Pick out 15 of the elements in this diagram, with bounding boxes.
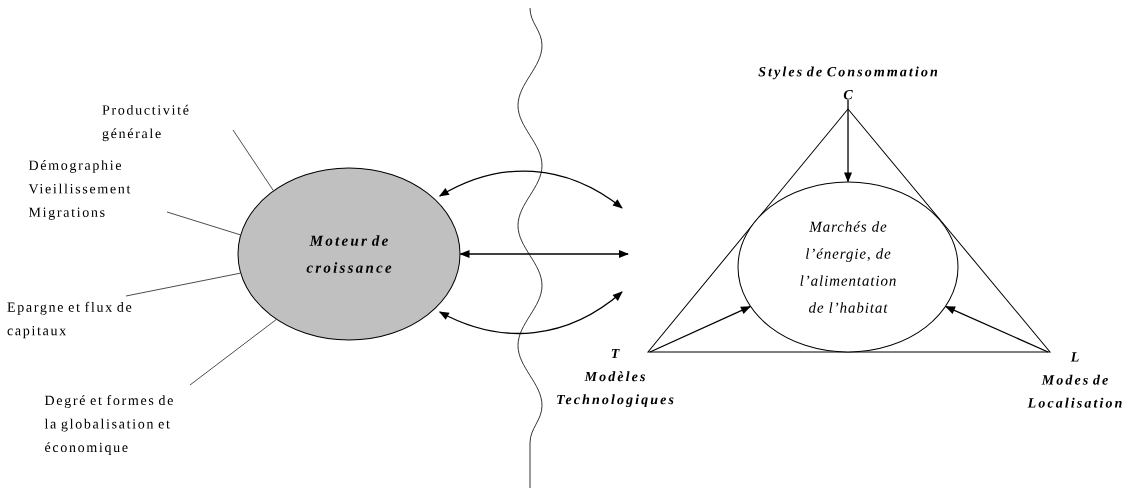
triangle — [647, 108, 1051, 353]
factor-label: Epargne et flux de capitaux — [7, 301, 132, 339]
curved-arrow — [438, 291, 623, 335]
curved-arrow — [438, 170, 623, 209]
leader-line — [125, 272, 241, 297]
leader-line — [166, 211, 241, 236]
arrow — [459, 250, 629, 258]
factor-label: Démographie Vieillissement Migrations — [28, 160, 131, 220]
leader-line — [189, 319, 277, 386]
factor-label: Productivité générale — [102, 104, 189, 142]
vertex-label: T Modèles Technologiques — [557, 348, 674, 408]
leader-line — [232, 129, 274, 191]
factor-label: Degré et formes de la globalisation et économique — [44, 395, 173, 455]
vertex-label: Styles de Consommation C — [758, 66, 938, 100]
vertex-label: L Modes de Localisation — [1027, 352, 1122, 408]
